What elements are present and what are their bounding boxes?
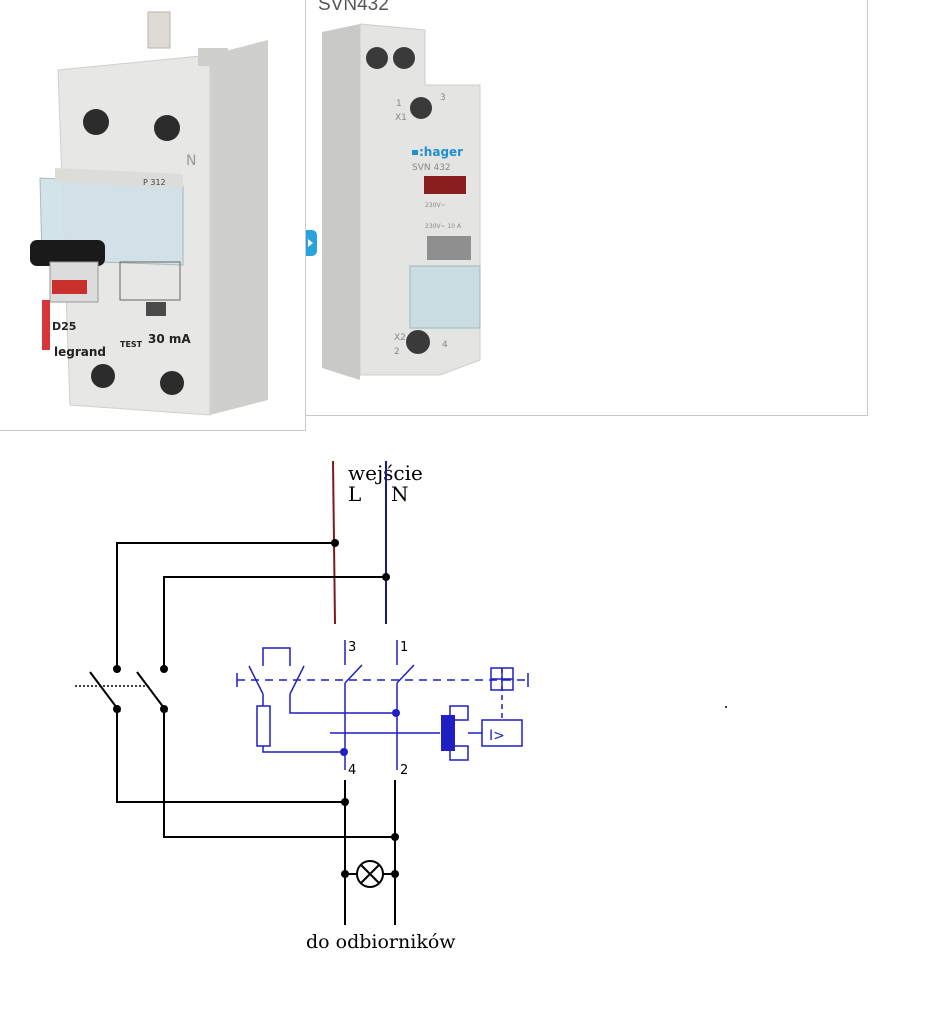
- rcd-terminal-hole: [154, 115, 180, 141]
- terminal-4: 4: [348, 763, 356, 778]
- rcd-junction: [392, 709, 400, 717]
- rcd-panel-label: P 312: [143, 178, 166, 187]
- rcd-toggle: [30, 240, 105, 266]
- rcd-junction: [340, 748, 348, 756]
- rcd-current: 30 mA: [148, 332, 191, 346]
- rcd-marking-strip: [55, 168, 183, 188]
- junction-dot: [391, 870, 399, 878]
- rcd-side: [210, 40, 268, 415]
- carousel-prev-tab[interactable]: [306, 230, 317, 256]
- lamp-icon: [356, 860, 384, 888]
- pushbutton-contacts: [75, 665, 168, 713]
- n-label: N: [391, 482, 409, 506]
- model-caption: SVN432: [318, 0, 389, 15]
- switch-photo-frame: [306, 0, 868, 416]
- output-wiring: [344, 780, 396, 925]
- junction-dot: [391, 833, 399, 841]
- rcd-terminal-hole: [91, 364, 115, 388]
- relay-label: I>: [489, 728, 505, 744]
- rcd-terminal-hole: [160, 371, 184, 395]
- input-label: wejście: [348, 461, 423, 485]
- l-label: L: [348, 482, 361, 506]
- rcd-test-label: TEST: [120, 340, 143, 349]
- terminal-3: 3: [348, 640, 356, 655]
- rcd-top-clip: [198, 48, 228, 66]
- rcd-top-lever: [147, 11, 171, 49]
- rcd-terminal-hole: [83, 109, 109, 135]
- rcd-toggle-indicator: [52, 280, 87, 294]
- rcd-test-button: [146, 302, 166, 316]
- terminal-2: 2: [400, 763, 408, 778]
- output-label: do odbiorników: [306, 931, 456, 953]
- junction-dot: [341, 870, 349, 878]
- pushbutton-wiring: [116, 542, 395, 838]
- rcd-photo: N P 312 D25 30 mA TEST legrand: [30, 11, 268, 416]
- junction-dot: [341, 798, 349, 806]
- rcd-brand: legrand: [54, 345, 106, 359]
- rcd-rating: D25: [52, 320, 76, 333]
- junction-dot: [331, 539, 339, 547]
- rcd-red-band: [42, 300, 50, 350]
- junction-dot: [382, 573, 390, 581]
- rcd-symbol: [236, 640, 529, 770]
- rcd-coil: [441, 715, 455, 751]
- stray-dot: [725, 706, 727, 708]
- live-wire: [332, 460, 336, 625]
- rcd-side-label: N: [186, 153, 196, 169]
- terminal-1: 1: [400, 640, 408, 655]
- rcd-schematic-print: [119, 261, 181, 301]
